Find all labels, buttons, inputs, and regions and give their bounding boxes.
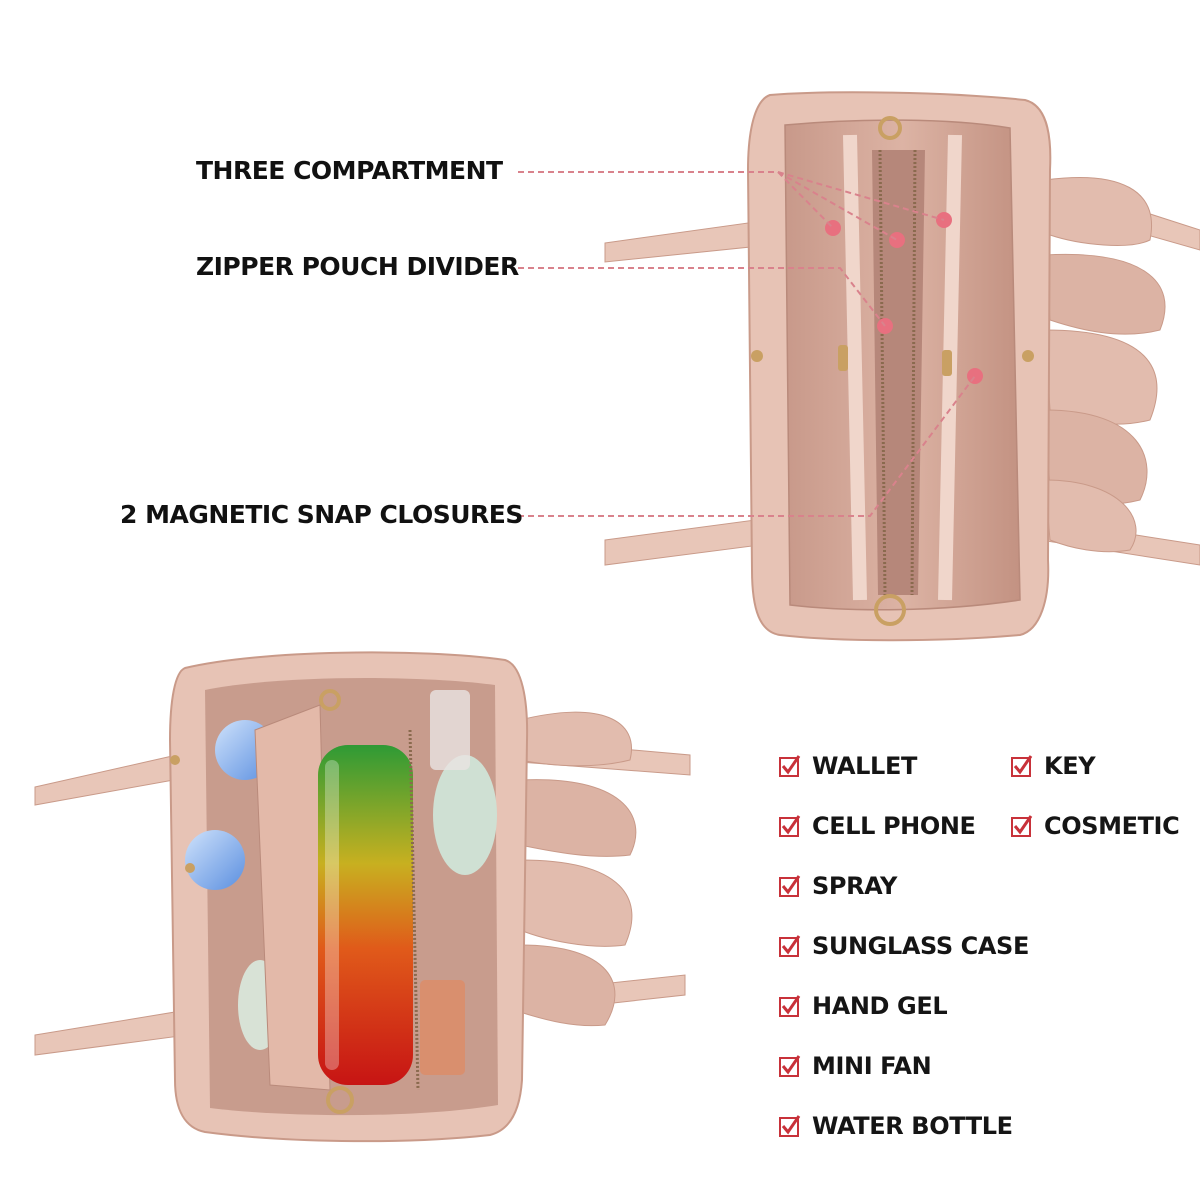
check-item-key: KEY [1010, 752, 1096, 780]
check-item-water-bottle: WATER BOTTLE [778, 1112, 1013, 1140]
check-item-hand-gel: HAND GEL [778, 992, 948, 1020]
check-item-label: WALLET [812, 752, 917, 780]
callout-lines [518, 171, 976, 517]
check-item-mini-fan: MINI FAN [778, 1052, 932, 1080]
check-item-label: KEY [1044, 752, 1096, 780]
checkbox-check-icon [778, 1054, 802, 1078]
checkbox-check-icon [778, 754, 802, 778]
callout-dot-icon [889, 232, 905, 248]
callout-zipper-pouch-divider: ZIPPER POUCH DIVIDER [196, 252, 519, 281]
check-item-spray: SPRAY [778, 872, 897, 900]
checkbox-check-icon [778, 934, 802, 958]
bag-bottom-view [34, 651, 691, 1143]
check-item-wallet: WALLET [778, 752, 917, 780]
check-item-label: CELL PHONE [812, 812, 976, 840]
bag-top-ruffles [1044, 177, 1166, 553]
check-item-cell-phone: CELL PHONE [778, 812, 976, 840]
check-item-cosmetic: COSMETIC [1010, 812, 1180, 840]
callout-dot-icon [967, 368, 983, 384]
checkbox-check-icon [778, 1114, 802, 1138]
checkbox-check-icon [1010, 814, 1034, 838]
checkbox-check-icon [778, 994, 802, 1018]
check-item-label: SPRAY [812, 872, 898, 900]
check-item-label: HAND GEL [812, 992, 948, 1020]
checkbox-check-icon [778, 874, 802, 898]
checkbox-check-icon [778, 814, 802, 838]
callout-magnetic-snap-closures: 2 MAGNETIC SNAP CLOSURES [120, 500, 523, 529]
checkbox-check-icon [1010, 754, 1034, 778]
check-item-label: SUNGLASS CASE [812, 932, 1029, 960]
callout-three-compartment: THREE COMPARTMENT [196, 156, 503, 185]
check-item-sunglass-case: SUNGLASS CASE [778, 932, 1029, 960]
check-item-label: MINI FAN [812, 1052, 932, 1080]
check-item-label: COSMETIC [1044, 812, 1180, 840]
check-item-label: WATER BOTTLE [812, 1112, 1013, 1140]
